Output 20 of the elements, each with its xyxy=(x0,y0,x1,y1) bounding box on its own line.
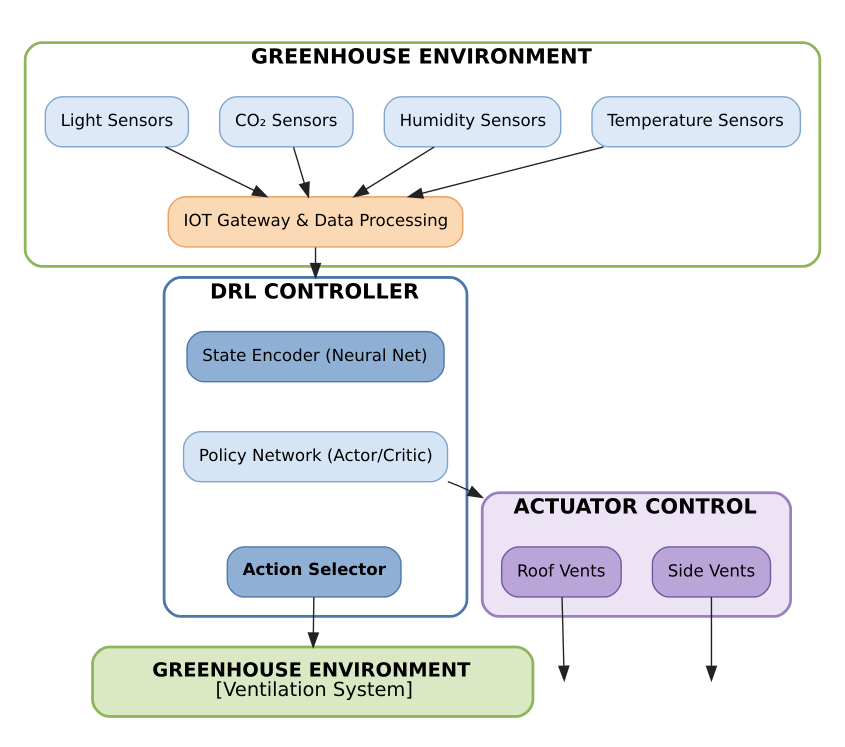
node-box: Action Selector xyxy=(226,546,402,598)
arrow xyxy=(292,146,310,198)
node-box: Side Vents xyxy=(652,546,772,598)
node-box: CO₂ Sensors xyxy=(218,96,354,148)
arrow xyxy=(706,596,718,682)
arrow xyxy=(448,480,484,498)
node-box: Humidity Sensors xyxy=(384,96,562,148)
node-box: Temperature Sensors xyxy=(591,96,802,148)
arrow xyxy=(165,146,269,198)
arrow xyxy=(308,596,320,649)
arrow xyxy=(352,146,434,198)
arrow xyxy=(558,596,570,682)
node-box: State Encoder (Neural Net) xyxy=(186,330,445,382)
node-box: Policy Network (Actor/Critic) xyxy=(182,430,448,482)
arrow xyxy=(310,246,322,280)
node-box: GREENHOUSE ENVIRONMENT [Ventilation System] xyxy=(91,645,534,718)
node-box: IOT Gateway & Data Processing xyxy=(168,196,464,248)
node-box: Light Sensors xyxy=(44,96,190,148)
node-box: Roof Vents xyxy=(501,546,622,598)
arrow xyxy=(406,146,604,198)
